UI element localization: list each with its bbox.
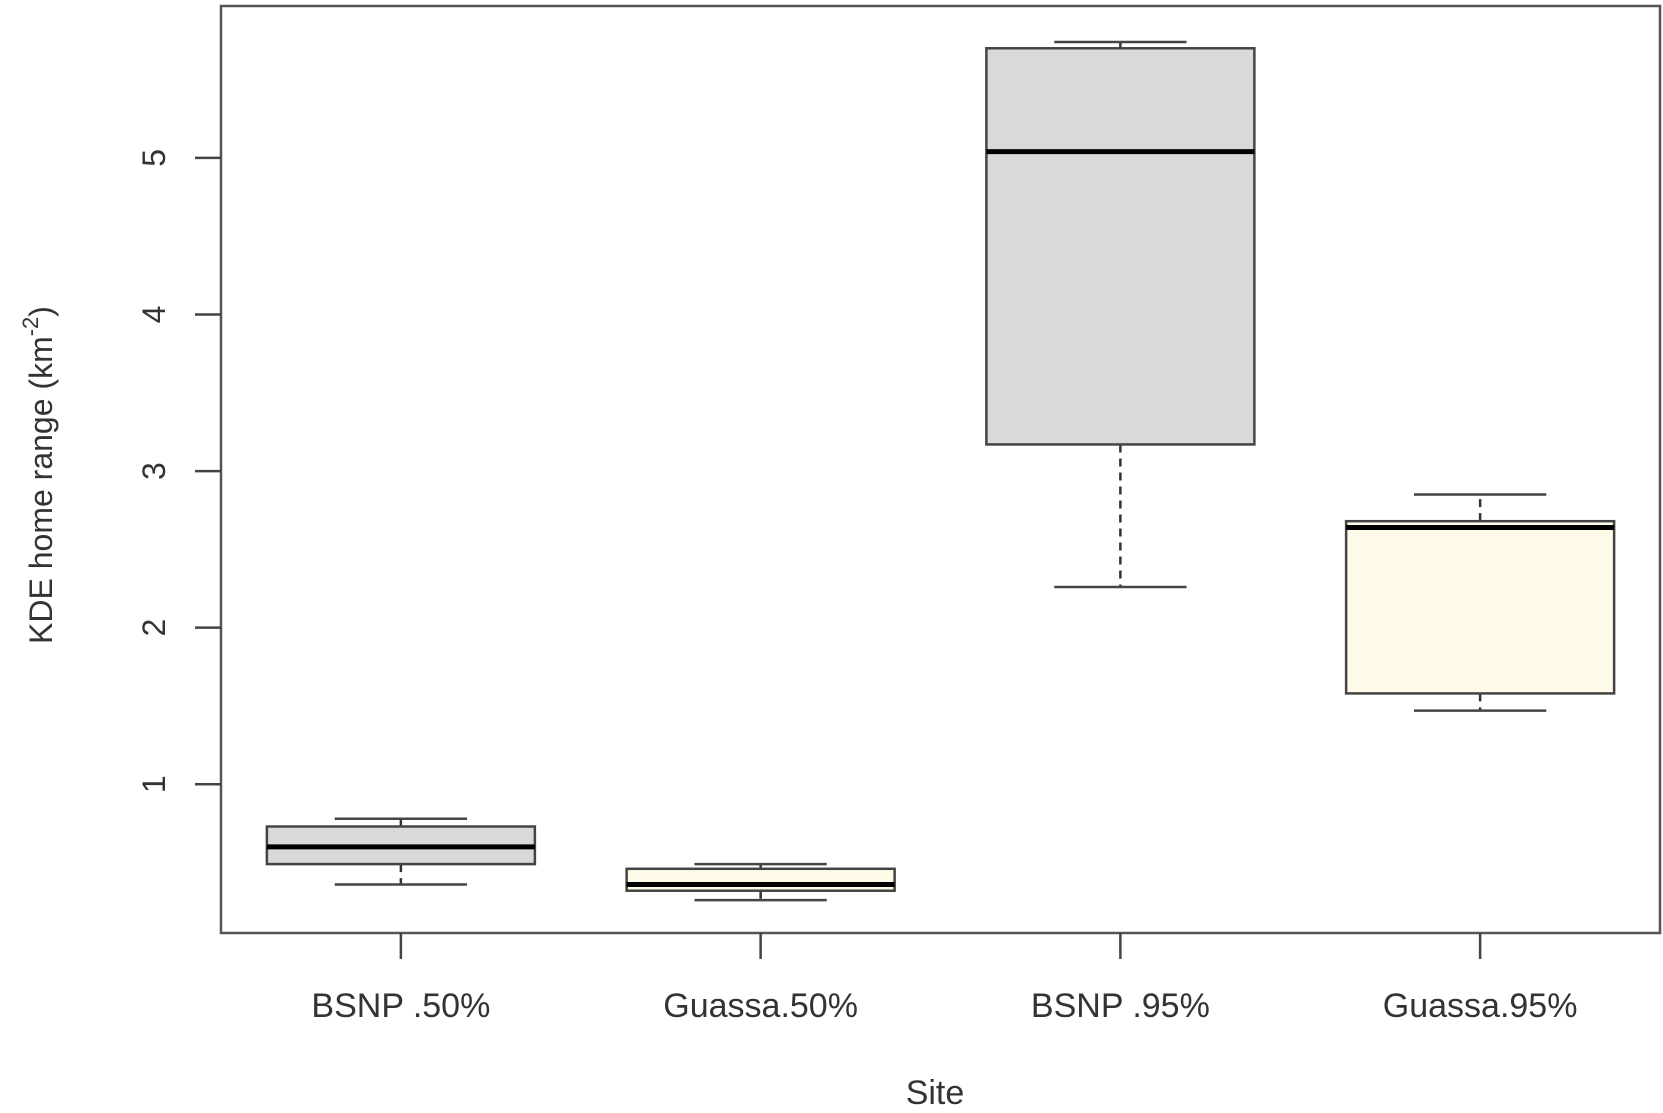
y-tick-label: 4 bbox=[136, 306, 172, 324]
box-3 bbox=[1344, 493, 1616, 712]
y-axis: 1 2 3 4 5 bbox=[136, 149, 221, 793]
box-0 bbox=[265, 817, 537, 886]
y-tick-label: 3 bbox=[136, 462, 172, 480]
x-tick-label: Guassa.95% bbox=[1383, 987, 1578, 1025]
y-tick-label: 5 bbox=[136, 149, 172, 167]
x-axis: BSNP .50% Guassa.50% BSNP .95% Guassa.95% bbox=[311, 933, 1577, 1025]
y-axis-label-main: KDE home range (km bbox=[23, 336, 59, 644]
box-2 bbox=[985, 40, 1256, 589]
x-tick-label: Guassa.50% bbox=[663, 987, 858, 1025]
box-iqr bbox=[625, 867, 896, 892]
y-tick-label: 1 bbox=[136, 775, 172, 793]
box-iqr bbox=[985, 47, 1256, 446]
y-axis-label-close: ) bbox=[23, 306, 59, 317]
box-iqr bbox=[1344, 519, 1616, 695]
boxes bbox=[265, 40, 1616, 902]
box-1 bbox=[625, 862, 896, 902]
x-tick-label: BSNP .95% bbox=[1031, 987, 1210, 1025]
x-axis-label: Site bbox=[906, 1074, 965, 1112]
x-tick-label: BSNP .50% bbox=[311, 987, 490, 1025]
y-tick-label: 2 bbox=[136, 619, 172, 637]
plot-frame bbox=[219, 4, 1662, 935]
y-axis-label-sup: -2 bbox=[18, 317, 43, 337]
y-axis-label: KDE home range (km-2) bbox=[18, 306, 59, 644]
